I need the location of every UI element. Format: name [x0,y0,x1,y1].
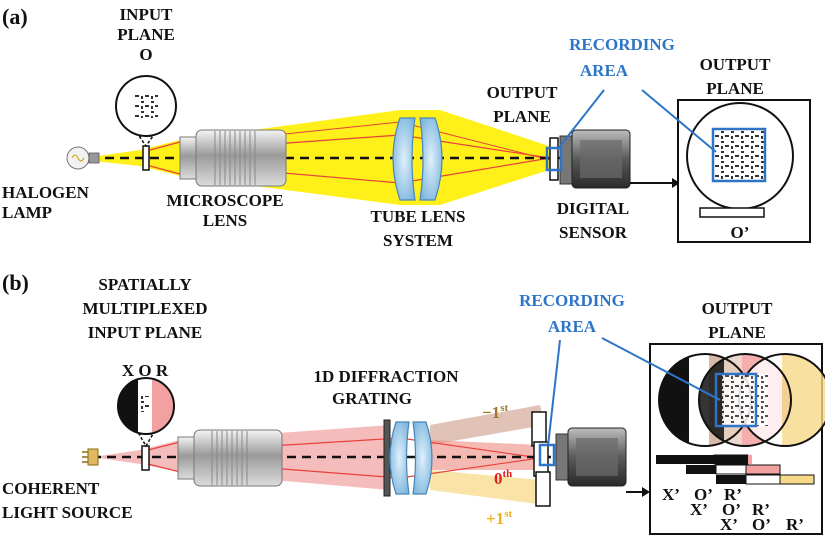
coherent-light-source-icon [82,448,99,466]
tube-lens-label: SYSTEM [383,231,453,250]
input-plane-object [142,145,150,171]
microscope-lens-label: LENS [203,211,247,230]
digital-sensor-label: DIGITAL [557,199,629,218]
diffraction-order-zero-beam [430,440,545,470]
recording-area-pointer [556,89,605,151]
diffraction-order-strips [656,454,815,485]
light-source-label: COHERENT [2,479,100,498]
digital-sensor-label: SENSOR [559,223,628,242]
recording-area-pointer-output [601,337,721,401]
grating-label: GRATING [332,389,412,408]
digital-sensor-camera-icon [559,129,631,189]
recording-area-b-label: AREA [548,317,597,336]
order-row-1-item: X’ [662,485,680,504]
multiplexed-input-object [141,445,150,471]
output-plane-box-label: PLANE [706,79,764,98]
panel-a: (a) HALOGEN LAMP INPUT PLANE O [2,4,811,250]
recording-area-in-output [714,372,758,428]
multiplexed-input-label: INPUT PLANE [88,323,202,342]
zoom-pointer-b [137,433,155,448]
multiplexed-input-label: SPATIALLY [98,275,191,294]
recording-area-b-label: RECORDING [519,291,625,310]
zoom-pointer [137,135,155,148]
digital-sensor-b-icon [555,427,627,487]
output-plane-small-label: PLANE [493,107,551,126]
order-row-1-item: O’ [694,485,713,504]
order-plus1-label: +1st [486,508,512,528]
output-arrowhead-b [642,487,650,497]
output-plane-b-label: OUTPUT [702,299,774,318]
order-row-3-item: O’ [752,515,771,534]
tube-lens-icon [392,117,443,201]
grating-label: 1D DIFFRACTION [314,367,460,386]
diffraction-order-minus1-beam [430,405,545,445]
multiplexed-input-label: MULTIPLEXED [82,299,207,318]
recording-area-label: RECORDING [569,35,675,54]
order-minus1-label: −1st [482,402,508,422]
order-row-3-item: X’ [720,515,738,534]
output-plane-element [549,137,559,181]
order-row-2-item: X’ [690,500,708,519]
output-plane-box-label: OUTPUT [700,55,772,74]
output-slit [699,207,765,218]
diffraction-order-plus1-beam [430,470,545,505]
input-plane-label: INPUT [120,5,174,24]
output-plane-b-label: PLANE [708,323,766,342]
resolution-chart-icon [134,94,158,118]
recording-area-marker-b [538,443,556,467]
halogen-lamp-icon [66,146,100,170]
output-plane-small-label: OUTPUT [487,83,559,102]
tube-lens-b-icon [389,421,433,495]
recording-area-label: AREA [580,61,629,80]
order-row-3-item: R’ [786,515,804,534]
recording-area-marker [545,146,563,172]
output-arrowhead [672,178,680,188]
multiplexed-input-zoom [117,377,175,435]
light-source-label: LIGHT SOURCE [2,503,133,522]
overlapping-diffraction-images [658,353,825,447]
diffraction-grating [383,419,391,497]
order-row-2-item: O’ [722,500,741,519]
order-row-1-item: R’ [724,485,742,504]
order-row-2-item: R’ [752,500,770,519]
panel-b: (b) SPATIALLY MULTIPLEXED INPUT PLANE X … [2,270,825,535]
panel-a-tag: (a) [2,4,28,29]
xor-label: X O R [122,361,169,380]
panel-b-tag: (b) [2,270,29,295]
recording-area-pointer-box [641,89,717,153]
recording-area-pointer-b [547,339,561,447]
microscope-lens-label: MICROSCOPE [166,191,283,210]
recorded-image-icon [711,127,767,183]
output-label: O’ [731,223,750,242]
microscope-lens-icon [179,129,287,187]
input-plane-label: PLANE [117,25,175,44]
tube-lens-label: TUBE LENS [371,207,466,226]
order-zero-label: 0th [494,468,512,488]
microscope-lens-b-icon [177,429,283,487]
halogen-lamp-label: HALOGEN [2,183,90,202]
halogen-lamp-label: LAMP [2,203,52,222]
input-plane-label: O [139,45,152,64]
